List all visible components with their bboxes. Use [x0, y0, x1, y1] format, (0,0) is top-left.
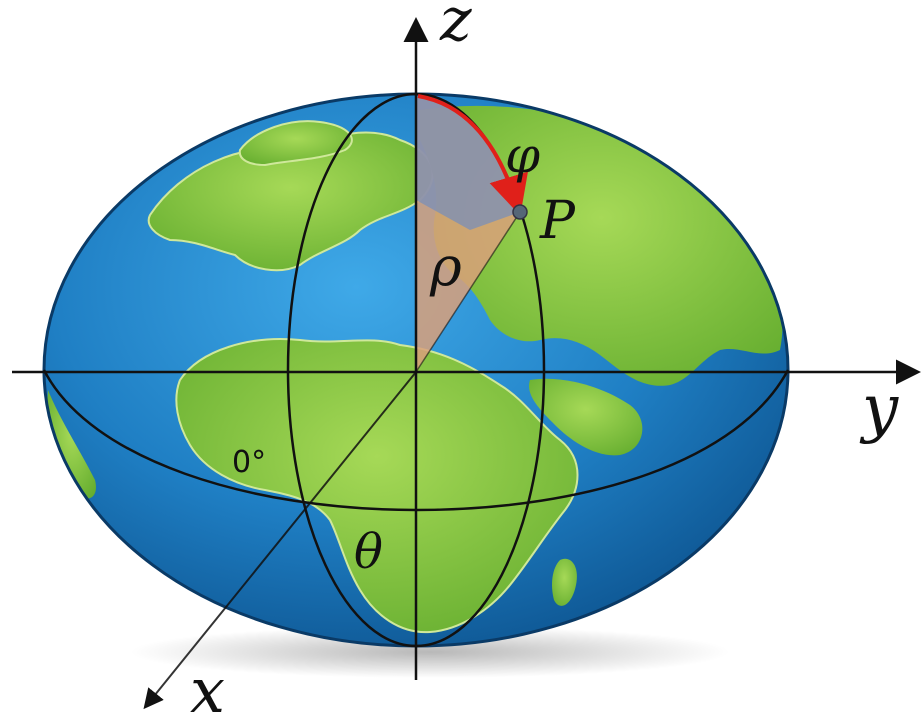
continent-scandinavia — [238, 120, 353, 167]
continent-africa — [175, 338, 579, 634]
theta-label: θ — [354, 524, 383, 580]
continent-arabia — [529, 378, 643, 456]
z-axis-label: z — [439, 0, 472, 55]
point-p-marker — [512, 204, 528, 220]
x-axis-label: x — [190, 654, 225, 716]
globe-shadow — [130, 626, 730, 678]
phi-label: φ — [505, 126, 540, 184]
point-p-label: P — [539, 191, 576, 251]
island-madagascar — [552, 558, 577, 606]
y-axis-label: y — [859, 372, 899, 446]
rho-line — [415, 211, 521, 373]
axes — [12, 17, 921, 710]
rho-label: ρ — [429, 235, 462, 298]
x-axis-line — [143, 371, 417, 710]
phi-arc — [417, 94, 528, 216]
continent-americas-edge — [47, 390, 96, 499]
prime-meridian-label: 0° — [232, 445, 266, 480]
